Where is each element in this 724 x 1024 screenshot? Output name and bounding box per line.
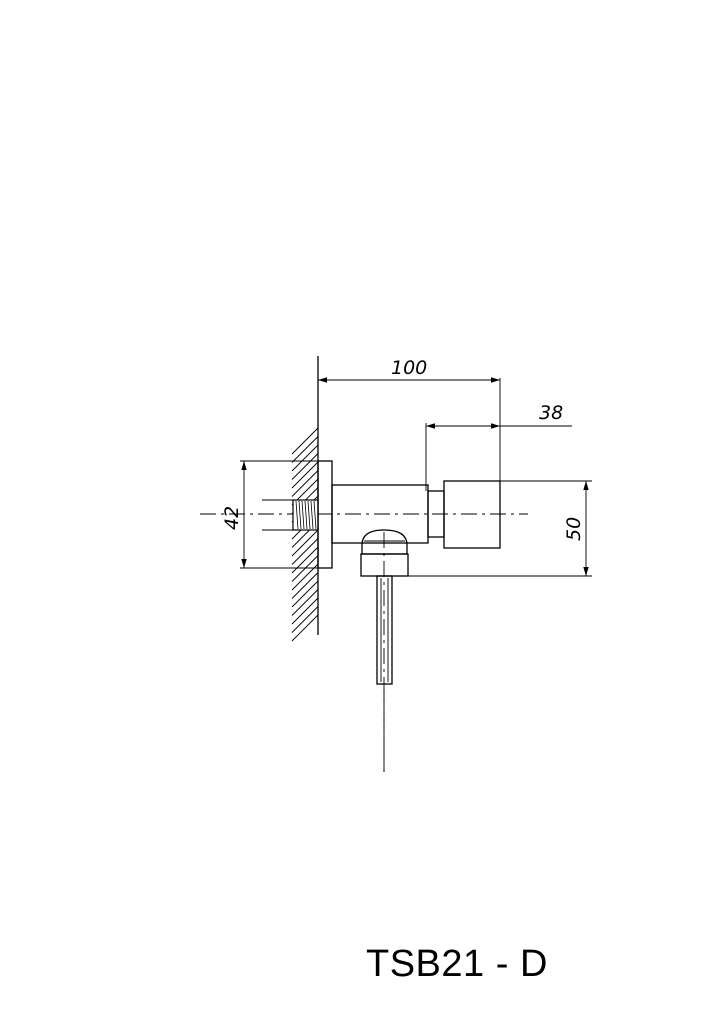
dimension-label-42: 42	[221, 506, 243, 530]
outlet-fitting	[360, 529, 409, 577]
thread-line	[310, 500, 314, 530]
thread-line	[313, 500, 317, 530]
valve-handle	[443, 480, 501, 549]
thread-line	[298, 500, 302, 530]
hatch-line	[291, 597, 319, 625]
wall	[291, 356, 319, 642]
hatch-line	[291, 436, 319, 463]
hatch-line	[291, 444, 319, 472]
hatch-line	[291, 572, 319, 599]
dimension-handle-length: 38	[425, 402, 572, 491]
hatch-line	[291, 589, 319, 616]
hatch-line	[291, 606, 319, 633]
hatch-line	[291, 529, 319, 557]
thread-line	[307, 500, 311, 530]
hatch-line	[291, 427, 319, 455]
dimension-label-100: 100	[391, 357, 427, 379]
hatch-line	[291, 555, 319, 582]
thread-lines	[295, 500, 317, 530]
dimension-label-38: 38	[539, 402, 563, 424]
hatch-line	[291, 580, 319, 608]
dimension-flange-diameter: 42	[221, 460, 318, 569]
dimension-label-50: 50	[563, 517, 585, 541]
wall-hatching	[291, 427, 319, 642]
centerlines	[200, 513, 528, 772]
hatch-line	[291, 614, 319, 642]
threaded-connection	[292, 499, 319, 531]
thread-line	[295, 500, 299, 530]
product-code: TSB21 - D	[366, 943, 548, 985]
thread-line	[301, 500, 305, 530]
dimension-overall-length: 100	[318, 357, 501, 481]
hatch-line	[291, 461, 319, 489]
outlet-pipe	[376, 575, 393, 685]
hatch-line	[291, 470, 319, 497]
outlet-dome	[361, 529, 408, 555]
hatch-line	[291, 453, 319, 480]
outlet-nut	[360, 553, 409, 577]
wall-flange	[317, 460, 333, 569]
hatch-line	[291, 546, 319, 574]
thread-line	[304, 500, 308, 530]
hatch-line	[291, 538, 319, 565]
dimension-handle-height: 50	[408, 480, 592, 577]
outlet-pipe-body	[376, 575, 393, 685]
